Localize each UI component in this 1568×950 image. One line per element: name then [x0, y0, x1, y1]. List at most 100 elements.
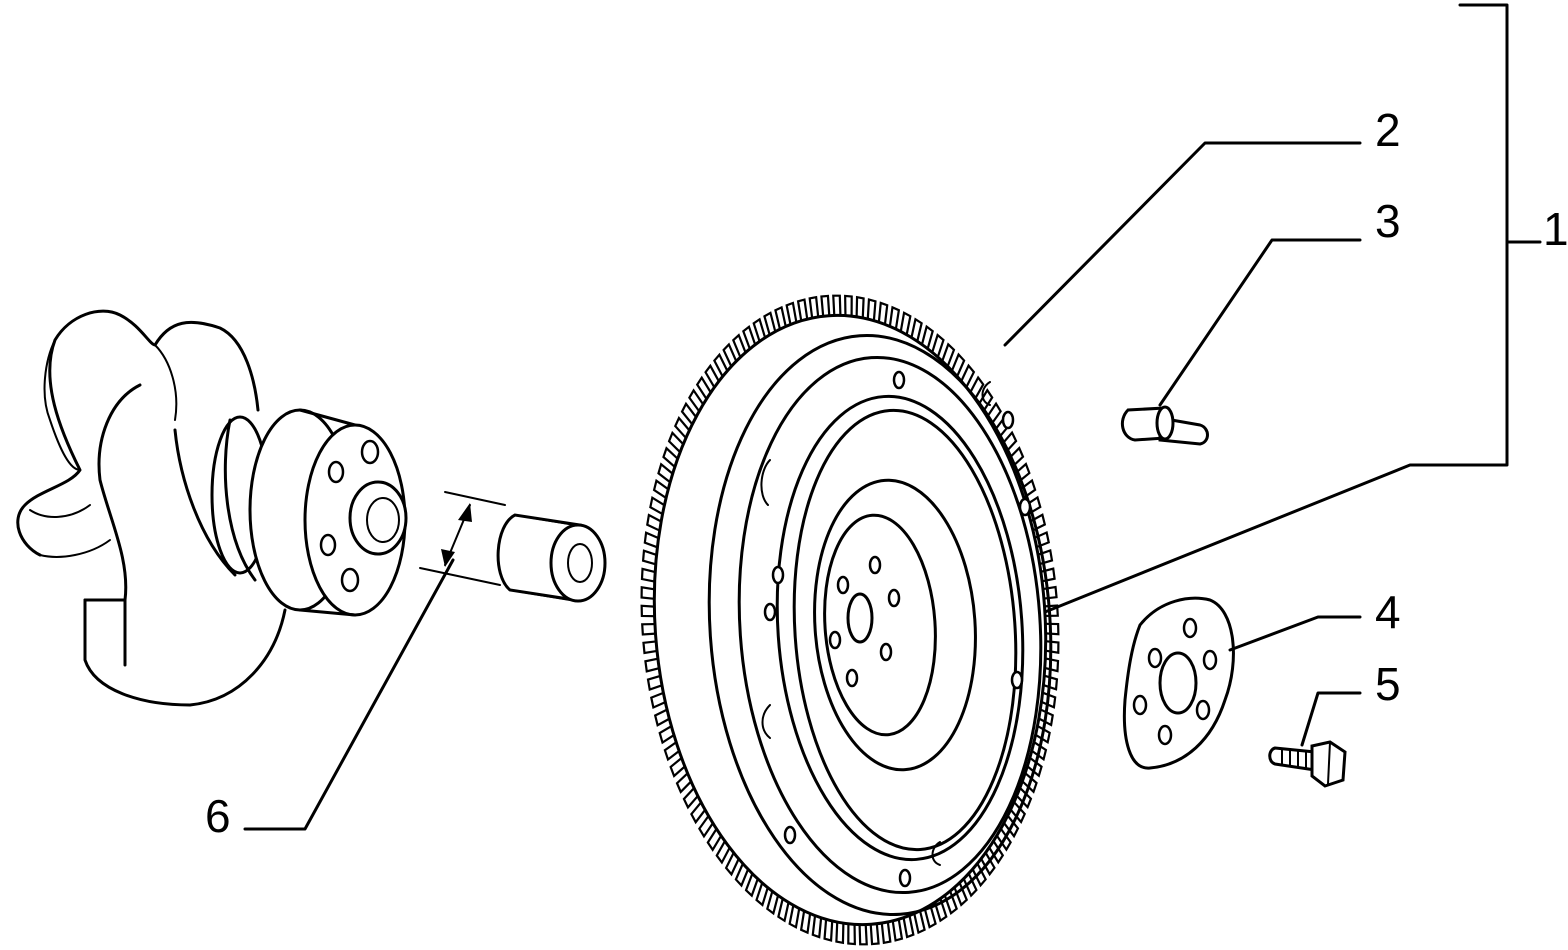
gear-tooth [923, 904, 937, 929]
gear-tooth [799, 910, 812, 935]
gear-tooth [688, 388, 705, 412]
gear-tooth [891, 919, 904, 942]
gear-tooth [1008, 446, 1025, 468]
gear-tooth [774, 305, 787, 330]
gear-tooth [643, 531, 659, 549]
gear-tooth [941, 342, 956, 367]
gear-tooth [646, 674, 663, 691]
pilot-bushing [419, 491, 607, 603]
gear-tooth [641, 549, 657, 566]
gear-tooth [796, 298, 809, 321]
gear-tooth [680, 401, 697, 425]
callout-5: 5 [1375, 658, 1401, 710]
gear-tooth [869, 923, 880, 946]
callout-1: 1 [1543, 203, 1568, 255]
gear-tooth [1001, 430, 1018, 453]
gear-tooth [1044, 604, 1059, 618]
gear-tooth [713, 352, 729, 378]
gear-tooth [698, 815, 714, 839]
gear-tooth [899, 311, 912, 335]
gear-tooth [742, 324, 757, 350]
gear-tooth [1037, 549, 1054, 566]
callout-labels: 1 2 3 4 5 6 [205, 104, 1568, 842]
gear-tooth [950, 352, 966, 377]
gear-tooth [785, 301, 798, 325]
gear-tooth [1030, 513, 1047, 532]
gear-tooth [858, 924, 868, 946]
gear-tooth [844, 294, 853, 317]
gear-tooth [652, 478, 669, 499]
gear-tooth [855, 295, 865, 319]
gear-tooth [1025, 495, 1042, 515]
gear-tooth [662, 446, 679, 468]
gear-tooth [650, 691, 666, 710]
gear-tooth [820, 294, 831, 317]
gear-tooth [734, 863, 750, 888]
gear-tooth [1042, 585, 1058, 600]
gear-tooth [920, 324, 934, 350]
gear-tooth [969, 375, 985, 400]
gear-tooth [953, 882, 969, 907]
gear-tooth [642, 640, 658, 655]
gear-tooth [640, 604, 655, 618]
gear-tooth [910, 317, 923, 342]
gear-tooth [646, 513, 662, 532]
gear-tooth [744, 873, 759, 898]
gear-tooth [755, 882, 769, 907]
gear-tooth [704, 363, 720, 388]
gear-tooth [847, 923, 856, 946]
callout-4: 4 [1375, 586, 1401, 638]
callout-2: 2 [1375, 104, 1401, 156]
gear-tooth [682, 787, 699, 810]
retaining-plate [1122, 596, 1235, 770]
gear-tooth [657, 462, 674, 484]
gear-tooth [866, 298, 877, 321]
gear-tooth [658, 725, 675, 745]
crankshaft [16, 309, 408, 707]
gear-tooth [715, 840, 731, 865]
dowel-pin [1120, 405, 1209, 446]
gear-tooth [933, 898, 948, 923]
gear-tooth [724, 852, 740, 877]
gear-tooth [649, 495, 665, 516]
gear-tooth [731, 333, 747, 358]
gear-tooth [653, 708, 670, 727]
gear-tooth [722, 342, 738, 367]
callout-3: 3 [1375, 195, 1401, 247]
gear-tooth [808, 295, 820, 319]
gear-tooth [788, 905, 801, 929]
gear-tooth [1020, 478, 1037, 499]
gear-tooth [986, 401, 1002, 425]
gear-tooth [835, 921, 845, 945]
gear-tooth [1040, 567, 1056, 583]
gear-tooth [640, 586, 655, 600]
bolt [1268, 740, 1347, 788]
gear-tooth [902, 915, 915, 939]
gear-tooth [823, 919, 834, 942]
gear-tooth [675, 772, 692, 794]
gear-tooth [880, 921, 892, 945]
gear-tooth [888, 305, 901, 330]
gear-tooth [913, 910, 926, 935]
flywheel [640, 294, 1060, 946]
gear-tooth [931, 333, 945, 358]
gear-tooth [663, 741, 680, 762]
gear-tooth [1014, 462, 1031, 483]
gear-tooth [763, 311, 777, 336]
gear-tooth [673, 415, 691, 439]
gear-tooth [766, 890, 780, 916]
gear-tooth [832, 294, 842, 316]
gear-tooth [667, 430, 685, 453]
gear-tooth [943, 890, 958, 916]
gear-tooth [811, 915, 823, 939]
gear-tooth [640, 567, 656, 583]
gear-tooth [641, 622, 656, 636]
gear-tooth [690, 801, 707, 825]
gear-tooth [669, 757, 686, 778]
gear-tooth [1034, 530, 1050, 549]
gear-tooth [752, 317, 767, 342]
gear-tooth [706, 828, 723, 852]
gear-tooth [644, 657, 660, 673]
